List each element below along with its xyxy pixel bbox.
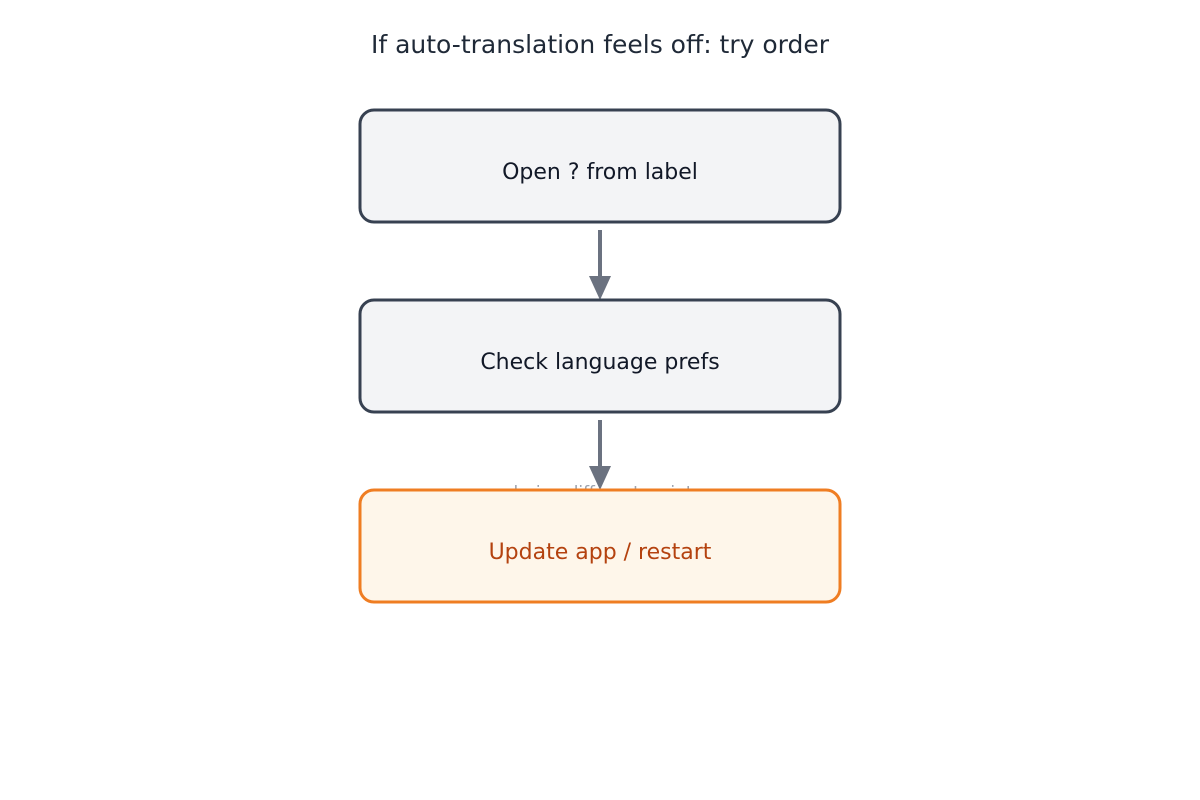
step-label: Update app / restart <box>489 540 712 565</box>
step-label: Open ? from label <box>502 160 698 185</box>
step-node-check-language: Check language prefs <box>358 298 842 414</box>
diagram-title: If auto-translation feels off: try order <box>370 30 830 59</box>
arrow-step2-to-step3 <box>589 420 611 490</box>
step-label: Check language prefs <box>480 350 719 375</box>
step-node-open-help: Open ? from label <box>358 108 842 224</box>
step-node-update-app: Update app / restart <box>358 488 842 604</box>
arrow-step1-to-step2 <box>589 230 611 300</box>
